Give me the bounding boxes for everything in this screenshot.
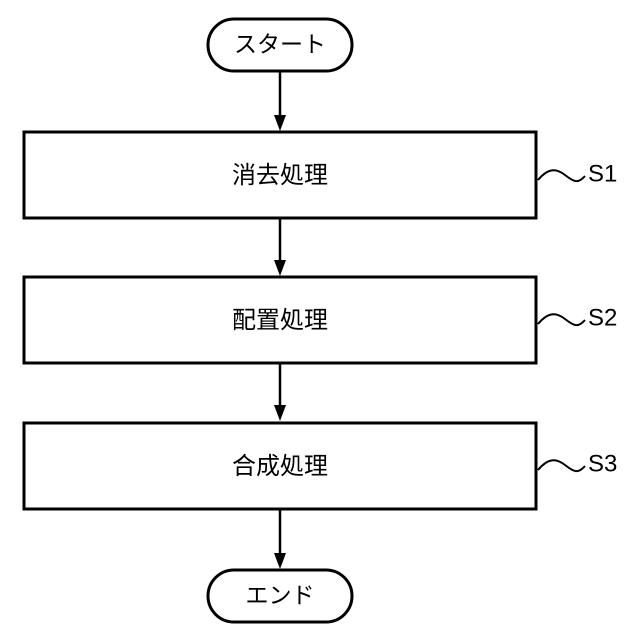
process-label-s3: 合成処理 bbox=[232, 452, 328, 480]
process-step-s2: 配置処理 S2 bbox=[24, 277, 617, 363]
arrow-head bbox=[274, 260, 286, 276]
start-terminal: スタート bbox=[208, 19, 352, 71]
process-label-s2: 配置処理 bbox=[232, 306, 328, 334]
process-label-s1: 消去処理 bbox=[232, 161, 328, 189]
connector-s2-to-s3 bbox=[274, 363, 286, 421]
step-id-s1: S1 bbox=[588, 161, 617, 188]
step-id-s3: S3 bbox=[588, 451, 617, 478]
connector-s1-to-s2 bbox=[274, 218, 286, 276]
end-label: エンド bbox=[246, 583, 315, 609]
connector-s3-to-end bbox=[274, 509, 286, 569]
start-label: スタート bbox=[234, 32, 326, 58]
process-step-s1: 消去処理 S1 bbox=[24, 132, 617, 218]
arrow-head bbox=[274, 115, 286, 131]
step-id-s2: S2 bbox=[588, 305, 617, 332]
process-step-s3: 合成処理 S3 bbox=[24, 423, 617, 509]
leader-line-s1 bbox=[538, 170, 585, 181]
leader-line-s3 bbox=[538, 460, 585, 471]
end-terminal: エンド bbox=[208, 570, 352, 622]
leader-line-s2 bbox=[538, 314, 585, 325]
connector-start-to-s1 bbox=[274, 71, 286, 131]
arrow-head bbox=[274, 553, 286, 569]
arrow-head bbox=[274, 405, 286, 421]
